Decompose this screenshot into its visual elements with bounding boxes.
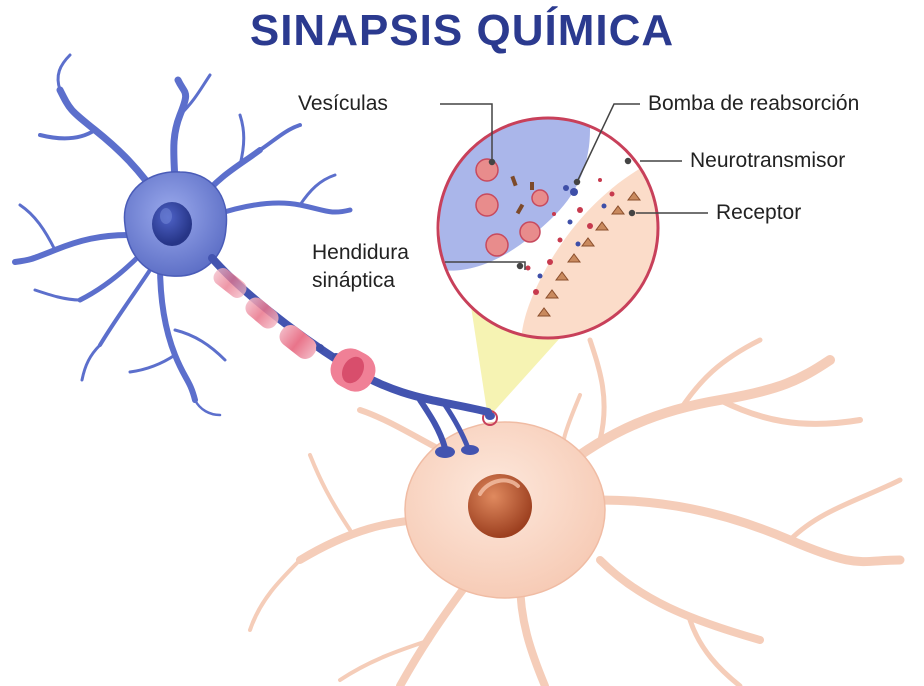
myelin-sheath-3	[275, 321, 320, 363]
label-neurotransmisor: Neurotransmisor	[690, 148, 845, 174]
label-receptor: Receptor	[716, 200, 801, 226]
myelin-sheath-1	[210, 265, 249, 301]
label-vesiculas: Vesículas	[298, 91, 388, 117]
myelin-sheath-2	[242, 294, 282, 332]
label-hendidura: Hendidura	[312, 240, 409, 266]
diagram-title: SINAPSIS QUÍMICA	[0, 6, 924, 56]
myelin-sheath-4	[324, 342, 382, 398]
reuptake-pump	[570, 188, 578, 196]
label-bomba-de-reabsorcion: Bomba de reabsorción	[648, 91, 859, 117]
label-sinaptica: sináptica	[312, 268, 395, 294]
postsynaptic-nucleus	[468, 474, 532, 538]
presynaptic-nucleus	[152, 202, 192, 246]
